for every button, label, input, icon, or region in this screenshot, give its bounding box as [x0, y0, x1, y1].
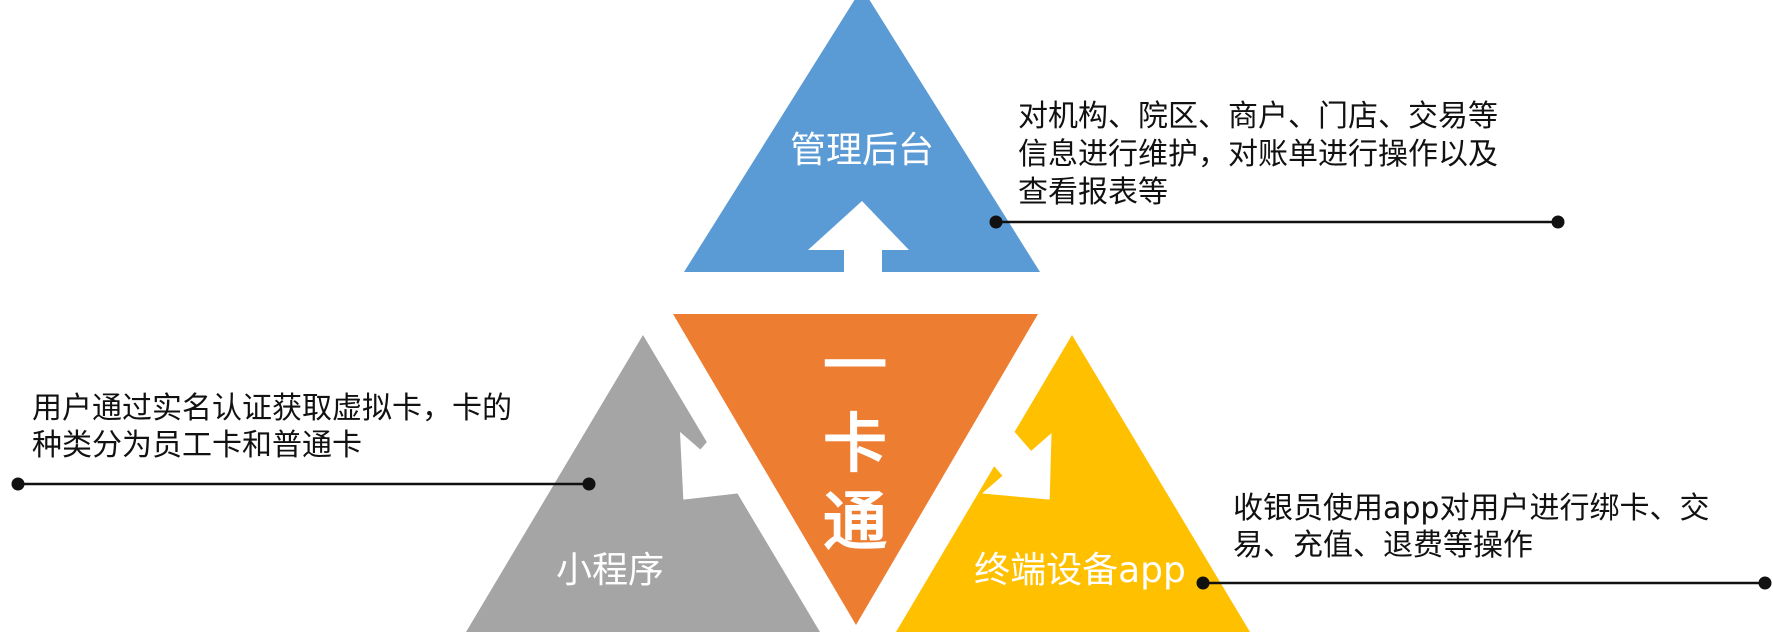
terminal-app-triangle: [896, 335, 1250, 632]
leader-dot-icon: [1551, 215, 1565, 229]
mini-program-description-line-1: 用户通过实名认证获取虚拟卡，卡的: [32, 391, 512, 426]
management-backend-description-line-3: 查看报表等: [1018, 175, 1168, 210]
arrow-down-right-icon: [982, 431, 1052, 500]
center-char-2: 卡: [823, 408, 887, 482]
terminal-app-description-line-1: 收银员使用app对用户进行绑卡、交: [1233, 491, 1709, 526]
center-char-1: 一: [823, 330, 887, 404]
management-backend-triangle: [684, 0, 1040, 272]
mini-program-triangle: [466, 335, 820, 632]
mini-program-label: 小程序: [556, 550, 664, 591]
management-backend-description-line-1: 对机构、院区、商户、门店、交易等: [1018, 99, 1498, 134]
terminal-app-description-line-2: 易、充值、退费等操作: [1233, 528, 1533, 563]
leader-dot-icon: [1196, 576, 1210, 590]
mini-program-description-line-2: 种类分为员工卡和普通卡: [32, 428, 362, 463]
leader-dot-icon: [11, 477, 25, 491]
leader-dot-icon: [582, 477, 596, 491]
management-backend-label: 管理后台: [790, 130, 934, 171]
arrow-down-left-icon: [679, 429, 750, 500]
leader-dot-icon: [989, 215, 1003, 229]
terminal-app-label: 终端设备app: [974, 550, 1186, 591]
leader-dot-icon: [1758, 576, 1772, 590]
arrow-up-icon: [808, 201, 909, 272]
center-char-3: 通: [823, 486, 887, 560]
management-backend-description-line-2: 信息进行维护，对账单进行操作以及: [1018, 137, 1498, 172]
one-card-center-triangle: [673, 314, 1038, 625]
